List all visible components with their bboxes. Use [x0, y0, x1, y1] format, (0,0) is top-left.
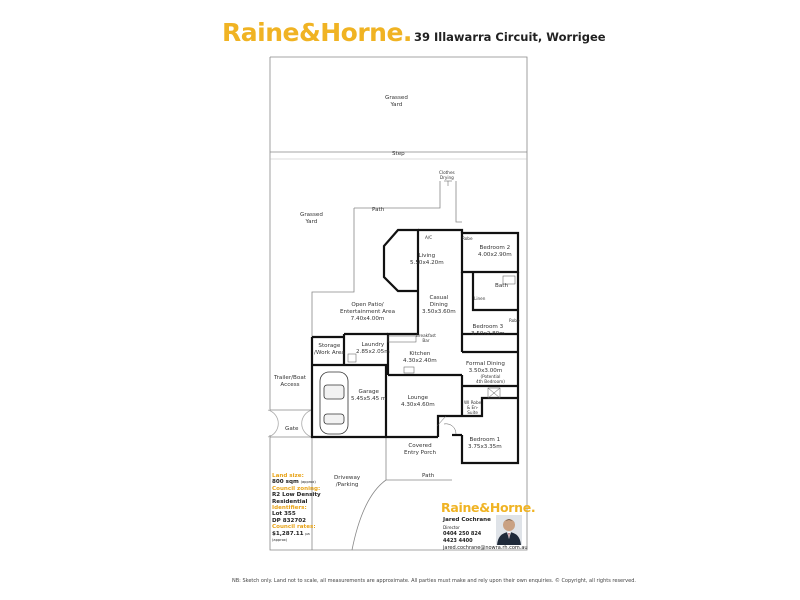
linen-label: Linen [474, 296, 486, 301]
wi-robe-label: WI Robe& En-Suite [464, 400, 482, 415]
identifiers-value-1: Lot 355 [272, 511, 296, 518]
land-size-label: Land size: [272, 473, 304, 479]
site-boundary [267, 56, 528, 551]
robe-bed3-label: Robe [509, 318, 520, 323]
identifiers-label: Identifiers: [272, 505, 307, 512]
rates-note: (approx) [272, 538, 288, 543]
bath-label: Bath [495, 283, 509, 289]
agent-phone-1[interactable]: 0404 250 824 [443, 531, 482, 537]
agent-avatar [496, 515, 522, 545]
robe-bed2-label: Robe [462, 236, 473, 241]
clothes-line [444, 180, 452, 186]
step-label: Step [392, 151, 405, 157]
identifiers-value-2: DP 832702 [272, 517, 307, 524]
ac-label: A/C [425, 235, 433, 240]
fixtures [347, 275, 516, 435]
land-size-value: 800 sqm [272, 479, 299, 486]
brand-logo: Raine&Horne. [222, 18, 412, 47]
zoning-label: Council zoning: [272, 485, 321, 492]
property-info: Land size: 800 sqm (approx) Council zoni… [272, 473, 321, 543]
agent-email[interactable]: jared.cochrane@nowra.rh.com.au [443, 545, 528, 551]
gate-label: Gate [285, 426, 299, 432]
path-top-label: Path [372, 207, 385, 213]
property-address: 39 Illawarra Circuit, Worrigee [414, 30, 606, 44]
agent-brand-logo: Raine&Horne. [441, 500, 536, 515]
zoning-value-2: Residential [272, 498, 308, 505]
disclaimer: NB: Sketch only. Land not to scale, all … [232, 578, 636, 584]
house-walls [310, 228, 520, 465]
car-icon [319, 371, 349, 435]
agent-name: Jared Cochrane [443, 517, 491, 523]
zoning-value-1: R2 Low Density [272, 492, 321, 499]
agent-phone-2[interactable]: 4423 4400 [443, 538, 473, 544]
agent-card: Jared Cochrane Director 0404 250 824 442… [443, 517, 528, 552]
driveway-label: Driveway/Parking [334, 475, 361, 488]
agent-role: Director [443, 525, 460, 530]
storage-label: Storage/Work Area [314, 343, 345, 356]
rates-label: Council rates: [272, 524, 316, 531]
rates-value: $1,287.11 [272, 530, 304, 537]
path-bottom-label: Path [422, 473, 435, 479]
